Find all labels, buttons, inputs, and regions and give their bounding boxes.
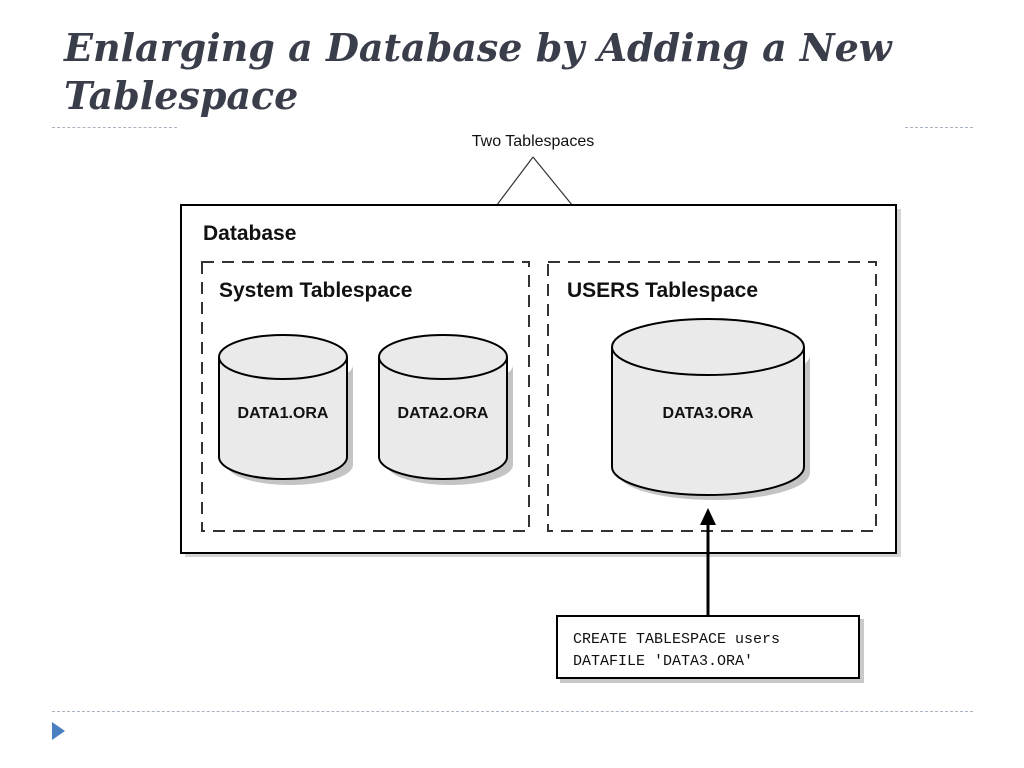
system-tablespace-label: System Tablespace bbox=[219, 279, 412, 302]
cylinder-top bbox=[378, 334, 508, 380]
datafile-label-data3: DATA3.ORA bbox=[663, 405, 754, 422]
create-arrow-head bbox=[700, 508, 716, 525]
sql-statement-box: CREATE TABLESPACE users DATAFILE 'DATA3.… bbox=[556, 615, 860, 679]
users-tablespace-label: USERS Tablespace bbox=[567, 279, 758, 302]
datafile-label-data2: DATA2.ORA bbox=[398, 405, 489, 422]
datafile-cylinder-data1: DATA1.ORA bbox=[218, 334, 353, 485]
callout-label: Two Tablespaces bbox=[472, 133, 594, 150]
database-label: Database bbox=[203, 222, 296, 245]
footer-divider bbox=[52, 711, 973, 712]
datafile-cylinder-data3: DATA3.ORA bbox=[611, 318, 810, 500]
triangle-bullet-icon bbox=[52, 722, 65, 740]
title-divider-left bbox=[52, 127, 177, 128]
cylinder-top bbox=[218, 334, 348, 380]
system-tablespace-box bbox=[201, 261, 530, 532]
users-tablespace-box bbox=[547, 261, 877, 532]
cylinder-top bbox=[611, 318, 805, 376]
cylinder-body bbox=[378, 357, 508, 480]
slide-title: Enlarging a Database by Adding a New Tab… bbox=[64, 25, 892, 118]
datafile-label-data1: DATA1.ORA bbox=[238, 405, 329, 422]
title-divider-right bbox=[905, 127, 973, 128]
cylinder-body bbox=[611, 347, 805, 496]
cylinder-body bbox=[218, 357, 348, 480]
sql-line-create: CREATE TABLESPACE users bbox=[573, 631, 781, 648]
sql-line-datafile: DATAFILE 'DATA3.ORA' bbox=[573, 653, 754, 670]
datafile-cylinder-data2: DATA2.ORA bbox=[378, 334, 513, 485]
